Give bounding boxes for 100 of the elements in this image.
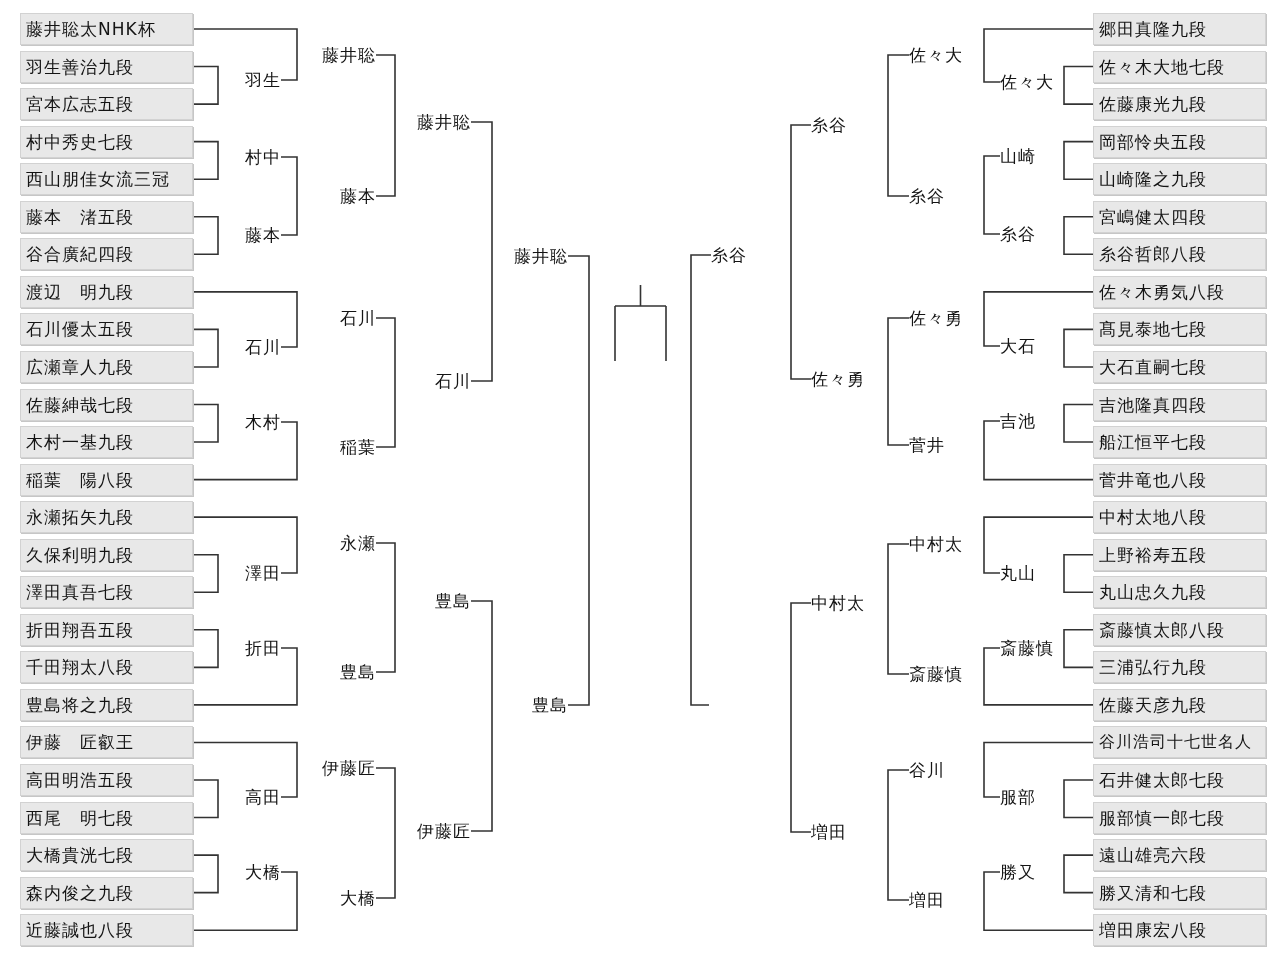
winner-name: 佐々大 xyxy=(909,44,963,66)
player-name: 佐々木大地七段 xyxy=(1099,56,1225,77)
bracket-line xyxy=(192,65,219,105)
player-name: 谷川浩司十七世名人 xyxy=(1099,732,1252,753)
bracket-line xyxy=(887,54,910,197)
winner-name: 藤本 xyxy=(340,185,376,207)
player-name: 佐藤康光九段 xyxy=(1099,94,1207,115)
bracket-line xyxy=(192,629,219,669)
player-name: 広瀬章人九段 xyxy=(26,356,134,377)
player-card xyxy=(1093,613,1266,646)
player-name: 永瀬拓矢九段 xyxy=(26,507,134,528)
winner-name: 稲葉 xyxy=(340,436,376,458)
player-card xyxy=(1093,651,1266,684)
winner-name: 勝又 xyxy=(1000,861,1036,883)
winner-name: 豊島 xyxy=(532,694,568,716)
player-card xyxy=(20,125,193,158)
player-name: 服部慎一郎七段 xyxy=(1099,807,1225,828)
player-card xyxy=(1093,839,1266,872)
player-name: 藤本 渚五段 xyxy=(26,206,134,227)
player-name: 高田明浩五段 xyxy=(26,770,134,790)
player-card xyxy=(20,463,193,496)
bracket-line xyxy=(192,140,219,180)
bracket-line xyxy=(192,741,298,798)
player-name: 菅井竜也八段 xyxy=(1099,469,1207,490)
player-name: 三浦弘行九段 xyxy=(1099,657,1207,678)
winner-name: 丸山 xyxy=(1000,562,1036,584)
player-card xyxy=(20,688,193,721)
player-card xyxy=(20,50,193,83)
player-name: 佐藤天彦九段 xyxy=(1099,694,1207,715)
player-name: 千田翔太八段 xyxy=(26,657,134,678)
bracket-line xyxy=(983,291,1094,347)
player-card xyxy=(1093,801,1266,834)
bracket-line xyxy=(192,553,219,594)
bracket-line xyxy=(790,124,812,380)
player-name: 近藤誠也八段 xyxy=(26,920,134,941)
bracket-line xyxy=(1063,65,1094,105)
player-card xyxy=(1093,388,1266,421)
winner-name: 藤井聡 xyxy=(417,111,471,133)
player-card xyxy=(20,388,193,421)
player-card xyxy=(1093,50,1266,83)
player-name: 豊島将之九段 xyxy=(26,694,134,715)
player-name: 木村一基九段 xyxy=(26,432,134,453)
player-name: 丸山忠久九段 xyxy=(1099,582,1207,603)
bracket-line xyxy=(983,741,1094,798)
player-card xyxy=(20,200,193,233)
bracket-line xyxy=(375,54,396,197)
player-name: 宮本広志五段 xyxy=(26,94,134,115)
player-card xyxy=(20,88,193,121)
winner-name: 石川 xyxy=(245,336,281,358)
player-name: 大橋貴洸七段 xyxy=(26,845,134,866)
winner-name: 折田 xyxy=(245,637,281,659)
player-name: 久保利明九段 xyxy=(26,544,134,565)
winner-name: 菅井 xyxy=(909,434,945,456)
player-card xyxy=(20,501,193,534)
bracket-line xyxy=(983,420,1094,481)
player-card xyxy=(1093,350,1266,383)
winner-name: 大石 xyxy=(1000,335,1036,357)
winner-name: 藤井聡 xyxy=(322,44,376,66)
bracket-line xyxy=(1063,779,1094,819)
player-name: 山崎隆之九段 xyxy=(1099,169,1207,190)
bracket-line xyxy=(192,28,298,81)
player-card xyxy=(20,13,193,45)
player-card xyxy=(1093,426,1266,459)
player-card xyxy=(20,275,193,308)
player-card xyxy=(20,163,193,196)
player-name: 西山朋佳女流三冠 xyxy=(26,169,170,190)
player-name: 谷合廣紀四段 xyxy=(26,244,134,265)
bracket-line xyxy=(983,28,1094,83)
player-name: 髙見泰地七段 xyxy=(1099,319,1207,340)
winner-name: 伊藤匠 xyxy=(322,757,376,779)
player-card xyxy=(20,764,193,796)
bracket-line xyxy=(470,600,493,832)
player-card xyxy=(1093,538,1266,571)
player-name: 藤井聡太NHK杯 xyxy=(26,19,156,39)
player-card xyxy=(1093,275,1266,308)
player-name: 佐藤紳哉七段 xyxy=(26,394,134,415)
player-card xyxy=(1093,764,1266,796)
winner-name: 石川 xyxy=(435,370,471,392)
player-card xyxy=(20,613,193,646)
winner-name: 佐々勇 xyxy=(811,368,865,390)
player-card xyxy=(20,876,193,909)
bracket-line xyxy=(887,317,910,446)
player-card xyxy=(1093,125,1266,158)
player-name: 石川優太五段 xyxy=(26,319,134,340)
player-card xyxy=(1093,13,1266,45)
bracket-line xyxy=(1063,553,1094,594)
player-card xyxy=(20,651,193,684)
bracket-line xyxy=(192,215,219,256)
bracket-line xyxy=(1063,328,1094,368)
winner-name: 大橋 xyxy=(340,887,376,909)
bracket-line xyxy=(192,647,298,706)
player-card xyxy=(1093,688,1266,721)
player-card xyxy=(20,426,193,459)
player-name: 吉池隆真四段 xyxy=(1099,394,1207,415)
bracket-line xyxy=(1063,629,1094,669)
player-card xyxy=(20,839,193,872)
player-name: 糸谷哲郎八段 xyxy=(1099,244,1207,265)
winner-name: 中村太 xyxy=(909,533,963,555)
winner-name: 澤田 xyxy=(245,562,281,584)
winner-name: 石川 xyxy=(340,307,376,329)
